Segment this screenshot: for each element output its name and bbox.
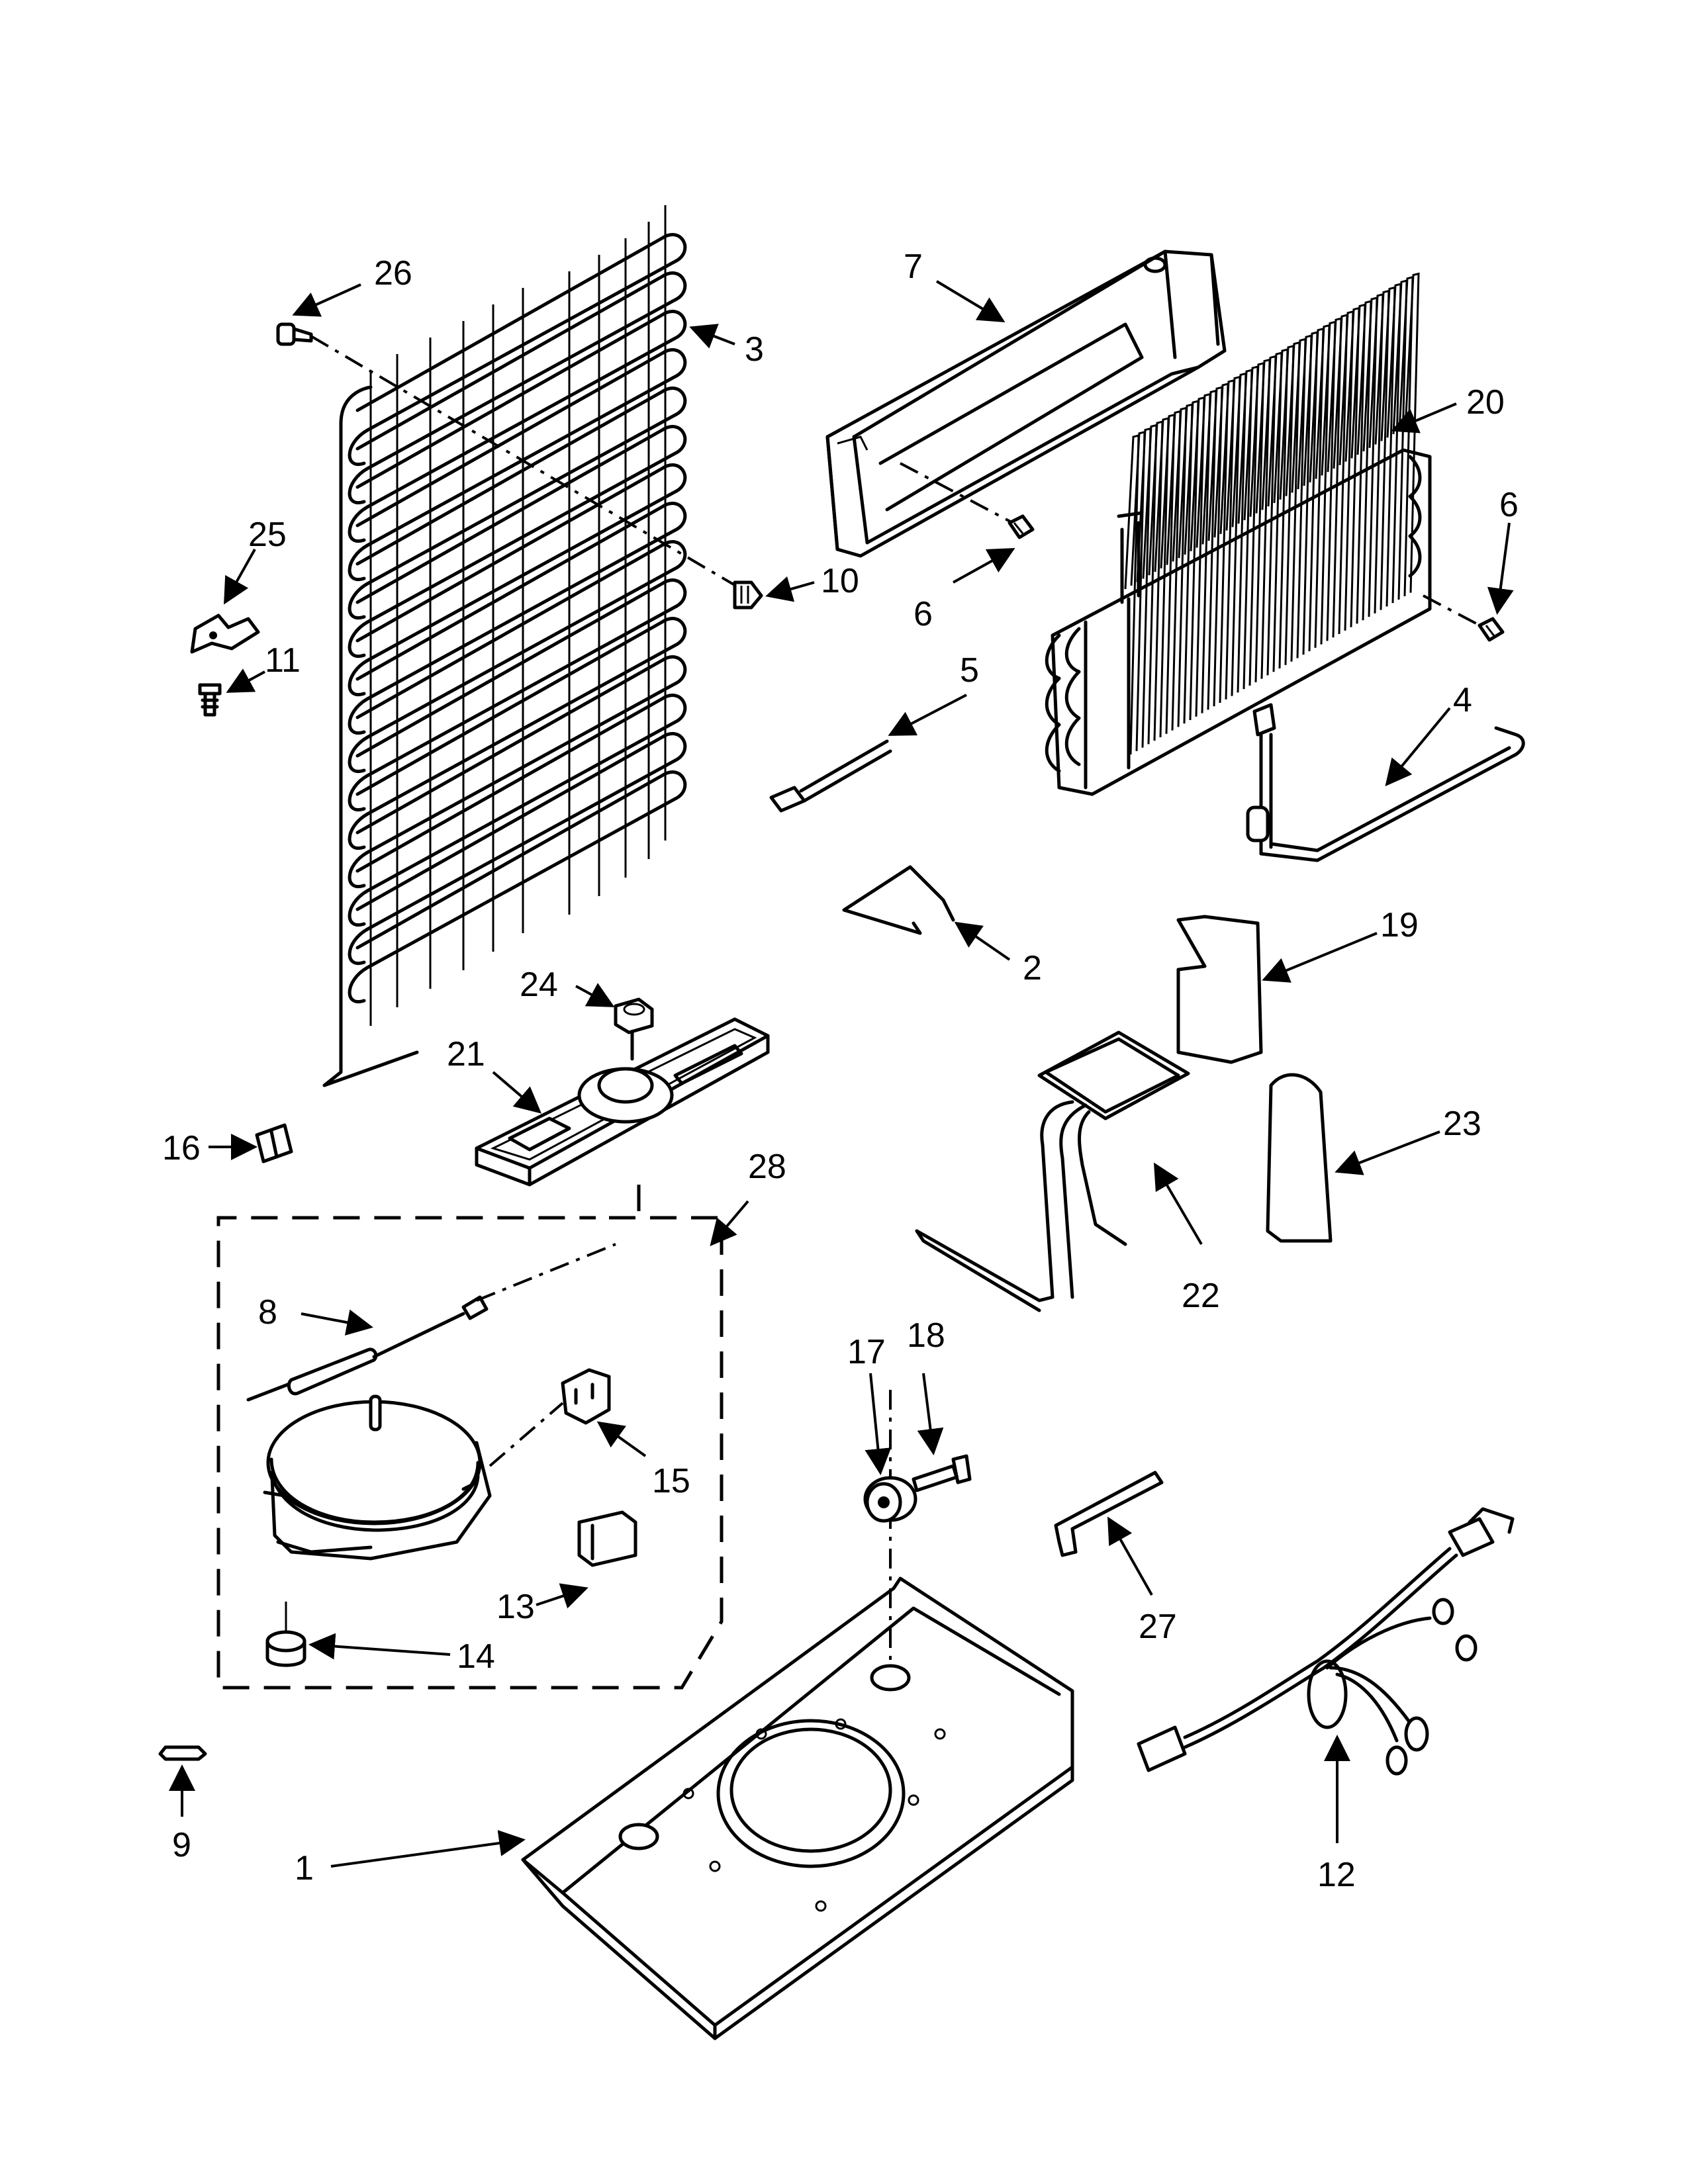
tube-part-27 [1054, 1471, 1164, 1557]
callout-18: 18 [907, 1316, 945, 1355]
leader-lines [169, 280, 1514, 1868]
foam-block-part-23 [1266, 1073, 1333, 1243]
callout-5: 5 [960, 651, 979, 690]
callout-15: 15 [652, 1462, 690, 1500]
callout-1: 1 [295, 1849, 314, 1888]
defrost-heater-part-4 [1246, 703, 1525, 862]
filter-drier-part-8 [246, 1295, 489, 1402]
relay-part-13 [577, 1510, 637, 1567]
compressor [263, 1394, 492, 1561]
screw-part-6-upper [1008, 514, 1035, 539]
callout-7: 7 [904, 248, 923, 286]
thermistor-part-5 [769, 739, 892, 813]
wire-clip-part-2 [842, 865, 955, 935]
evaporator-cover-part-7 [825, 250, 1227, 558]
callout-3: 3 [745, 330, 764, 369]
callout-13: 13 [496, 1588, 535, 1626]
callout-12: 12 [1317, 1856, 1356, 1894]
compressor-assembly-outline-part-28 [216, 1216, 724, 1690]
callout-10: 10 [821, 562, 859, 600]
callout-6-right: 6 [1499, 486, 1519, 524]
callout-17: 17 [847, 1333, 886, 1371]
callout-26: 26 [374, 254, 412, 293]
callout-20: 20 [1466, 383, 1505, 422]
nut-part-24 [614, 997, 654, 1061]
callout-16: 16 [162, 1129, 201, 1167]
clip-part-16 [255, 1123, 293, 1163]
callout-14: 14 [457, 1637, 495, 1676]
callout-22: 22 [1182, 1277, 1220, 1315]
clip-part-9 [158, 1745, 207, 1761]
callout-4: 4 [1453, 681, 1472, 719]
callout-24: 24 [520, 966, 558, 1004]
callout-11: 11 [265, 641, 301, 680]
screw-part-10 [733, 580, 763, 610]
base-pan-part-1 [521, 1576, 1074, 2040]
wire-harness-part-12 [1137, 1507, 1515, 1776]
screw-part-18 [912, 1454, 972, 1492]
callout-19: 19 [1380, 906, 1419, 944]
condenser-coil [322, 205, 687, 1087]
foam-block-part-19 [1176, 915, 1263, 1064]
screw-part-11 [198, 683, 222, 717]
roller-part-17 [863, 1476, 917, 1523]
screw-part-6-right [1477, 617, 1505, 642]
drain-pan-part-21 [475, 1017, 770, 1187]
callout-labels: 26 3 7 20 6 6 10 5 4 2 19 23 22 25 11 24… [162, 248, 1519, 1894]
callout-9: 9 [172, 1826, 191, 1864]
bracket-part-25 [190, 614, 260, 654]
callout-27: 27 [1139, 1608, 1177, 1646]
rubber-grommet-part-14 [265, 1602, 306, 1667]
callout-28: 28 [748, 1148, 786, 1186]
callout-25: 25 [248, 516, 287, 554]
callout-21: 21 [447, 1035, 485, 1073]
tube-assembly-part-22 [915, 1030, 1190, 1312]
callout-23: 23 [1443, 1105, 1481, 1143]
screw-part-26 [276, 322, 313, 346]
overload-protector-part-15 [561, 1368, 611, 1425]
callout-6-upper: 6 [914, 595, 933, 633]
callout-8: 8 [258, 1293, 277, 1332]
callout-2: 2 [1023, 949, 1042, 987]
evaporator-part-20 [1045, 272, 1432, 796]
